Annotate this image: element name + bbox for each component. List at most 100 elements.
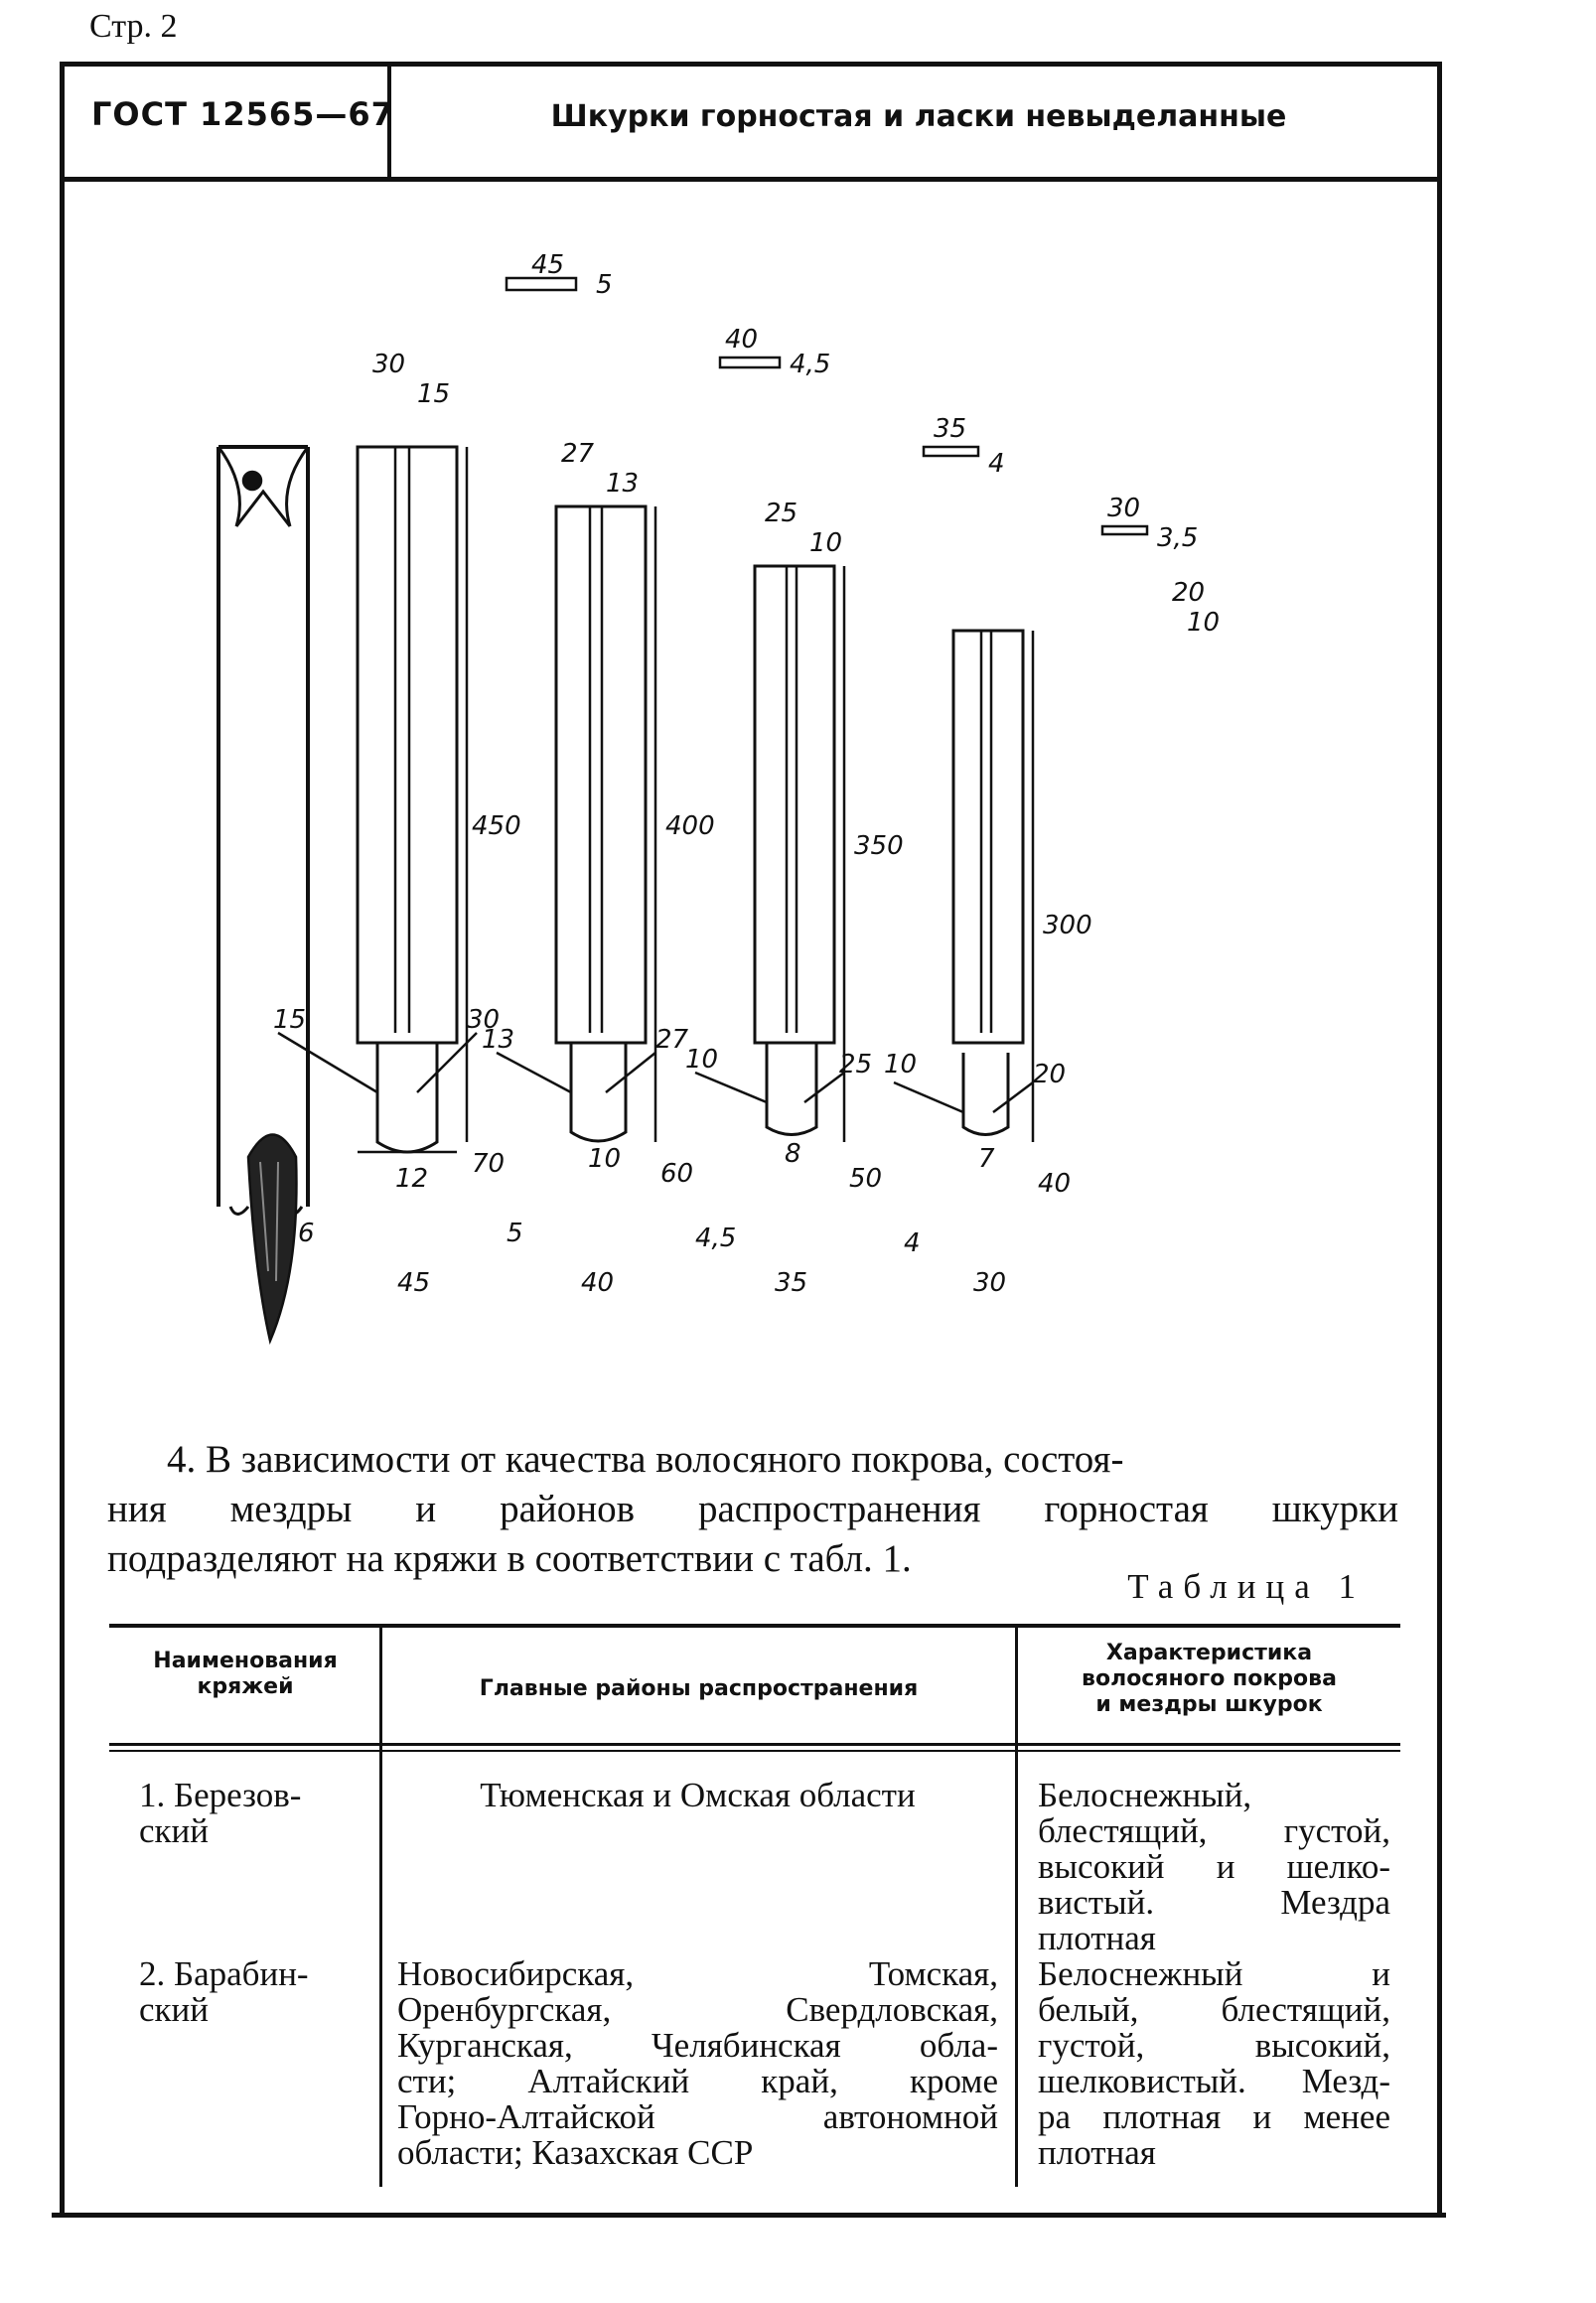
header-bottom-rule bbox=[60, 177, 1442, 182]
row-1-name-line-2: ский bbox=[139, 1811, 209, 1850]
row-1-traits-line-2: блестящий, густой, bbox=[1038, 1811, 1390, 1850]
standard-code: ГОСТ 12565—67 bbox=[91, 95, 394, 133]
pattern-drawing: 45 5 30 15 450 15 30 12 70 6 45 40 4,5 2… bbox=[217, 250, 1220, 1346]
pattern-4-opening-label: 7 bbox=[978, 1144, 995, 1174]
header-regions-line-1: Главные районы распространения bbox=[479, 1676, 919, 1701]
row-1-traits-line-5: плотная bbox=[1038, 1919, 1156, 1957]
pattern-1-left-angle-label: 15 bbox=[273, 1005, 306, 1035]
header-top-rule bbox=[60, 62, 1442, 67]
pattern-3-right-angle-label: 25 bbox=[839, 1050, 872, 1080]
pattern-3-top-width-label: 25 bbox=[765, 499, 798, 528]
row-1-regions-line-1: Тюменская и Омская области bbox=[480, 1776, 916, 1814]
table-header-regions: Главные районы распространения bbox=[382, 1676, 1015, 1702]
row-2-traits-line-5: ра плотная и менее bbox=[1038, 2097, 1390, 2136]
pattern-4-top-width-label: 20 bbox=[1172, 578, 1205, 608]
pattern-1-opening-label: 12 bbox=[395, 1164, 428, 1194]
pattern-2-thickness-label: 4,5 bbox=[790, 350, 830, 379]
header-traits-line-3: и мездры шкурок bbox=[1095, 1692, 1323, 1717]
row-2-regions: Новосибирская, Томская, Оренбургская, Св… bbox=[397, 1956, 998, 2171]
row-2-traits-line-2: белый, блестящий, bbox=[1038, 1990, 1390, 2029]
row-1-regions: Тюменская и Омская области bbox=[397, 1778, 998, 1813]
pattern-1-height-label: 70 bbox=[472, 1149, 505, 1179]
pattern-2-offset-label: 5 bbox=[507, 1219, 523, 1248]
row-2-regions-line-2: Оренбургская, Свердловская, bbox=[397, 1990, 998, 2029]
pattern-1-offset-label: 6 bbox=[298, 1219, 315, 1248]
pattern-1-thickness-label: 5 bbox=[596, 270, 613, 300]
row-2-traits: Белоснежный и белый, блестящий, густой, … bbox=[1038, 1956, 1390, 2171]
pattern-3-left-angle-label: 10 bbox=[685, 1045, 718, 1075]
pattern-2-left-angle-label: 13 bbox=[482, 1025, 514, 1055]
row-2-traits-line-6: плотная bbox=[1038, 2133, 1156, 2172]
pattern-4-offset-label: 4 bbox=[904, 1228, 921, 1258]
skin-illustration bbox=[217, 445, 310, 1346]
table-header-rule bbox=[109, 1743, 1400, 1746]
pattern-4-thickness-label: 3,5 bbox=[1157, 523, 1198, 553]
table-top-rule bbox=[109, 1624, 1400, 1628]
pattern-1 bbox=[277, 276, 578, 1154]
row-1-traits-line-1: Белоснежный, bbox=[1038, 1776, 1252, 1814]
pattern-2-bottom-width-label: 40 bbox=[581, 1268, 614, 1298]
pattern-2-right-angle-label: 27 bbox=[655, 1025, 689, 1055]
bottom-rule bbox=[52, 2213, 1446, 2218]
row-2-name: 2. Барабин- ский bbox=[139, 1956, 372, 2028]
pattern-4-slit-label: 10 bbox=[1187, 608, 1220, 638]
table-col-divider-1 bbox=[379, 1626, 382, 2187]
row-2-name-line-1: 2. Барабин- bbox=[139, 1954, 309, 1993]
row-1-name: 1. Березов- ский bbox=[139, 1778, 372, 1849]
pattern-3-bottom-width-label: 35 bbox=[775, 1268, 807, 1298]
pattern-2 bbox=[496, 356, 782, 1143]
paragraph-line-2: ния мездры и районов распространения гор… bbox=[107, 1488, 1398, 1530]
pattern-3-slit-label: 10 bbox=[809, 528, 842, 558]
row-2-traits-line-4: шелковистый. Мезд- bbox=[1038, 2062, 1390, 2100]
header-traits-line-1: Характеристика bbox=[1105, 1641, 1313, 1665]
pattern-2-top-width-label: 27 bbox=[561, 439, 595, 469]
pattern-4-right-angle-label: 20 bbox=[1033, 1060, 1066, 1089]
pattern-1-slit-label: 15 bbox=[417, 379, 450, 409]
row-2-traits-line-3: густой, высокий, bbox=[1038, 2026, 1390, 2065]
row-2-regions-line-5: Горно-Алтайской автономной bbox=[397, 2097, 998, 2136]
pattern-2-length-label: 400 bbox=[665, 811, 715, 841]
header-divider bbox=[387, 64, 391, 179]
row-1-traits-line-4: вистый. Мездра bbox=[1038, 1883, 1390, 1922]
pattern-3-section-label: 35 bbox=[934, 414, 966, 444]
header-name-line-2: кряжей bbox=[197, 1674, 294, 1699]
pattern-4-height-label: 40 bbox=[1038, 1169, 1071, 1199]
table-col-divider-2 bbox=[1015, 1626, 1018, 2187]
pattern-4-bottom-width-label: 30 bbox=[973, 1268, 1006, 1298]
pattern-2-section-label: 40 bbox=[725, 325, 758, 355]
pattern-2-opening-label: 10 bbox=[588, 1144, 621, 1174]
pattern-4-section-label: 30 bbox=[1107, 494, 1140, 523]
pattern-3 bbox=[694, 445, 980, 1142]
table-caption: Таблица 1 bbox=[1127, 1567, 1366, 1606]
pattern-3-offset-label: 4,5 bbox=[695, 1223, 736, 1253]
pattern-1-section-label: 45 bbox=[531, 250, 564, 280]
row-1-name-line-1: 1. Березов- bbox=[139, 1776, 302, 1814]
pattern-2-height-label: 60 bbox=[660, 1159, 693, 1189]
header-traits-line-2: волосяного покрова bbox=[1082, 1666, 1337, 1691]
pattern-1-length-label: 450 bbox=[472, 811, 521, 841]
pattern-3-thickness-label: 4 bbox=[988, 449, 1005, 479]
pattern-3-opening-label: 8 bbox=[785, 1139, 801, 1169]
row-2-regions-line-1: Новосибирская, Томская, bbox=[397, 1954, 998, 1993]
pattern-3-length-label: 350 bbox=[854, 831, 904, 861]
paragraph-line-3: подразделяют на кряжи в соответствии с т… bbox=[107, 1537, 912, 1580]
row-2-regions-line-4: сти; Алтайский край, кроме bbox=[397, 2062, 998, 2100]
table-header-rule-2 bbox=[109, 1750, 1400, 1752]
table-header-name: Наименования кряжей bbox=[111, 1649, 379, 1700]
row-2-regions-line-6: области; Казахская ССР bbox=[397, 2133, 754, 2172]
pattern-1-bottom-width-label: 45 bbox=[397, 1268, 430, 1298]
row-1-traits-line-3: высокий и шелко- bbox=[1038, 1847, 1390, 1886]
pattern-1-right-angle-label: 30 bbox=[467, 1005, 500, 1035]
body-paragraph: 4. В зависимости от качества волосяного … bbox=[107, 1435, 1398, 1584]
paragraph-line-1: 4. В зависимости от качества волосяного … bbox=[167, 1438, 1124, 1481]
row-2-traits-line-1: Белоснежный и bbox=[1038, 1954, 1390, 1993]
pattern-1-top-width-label: 30 bbox=[372, 350, 405, 379]
table-header-traits: Характеристика волосяного покрова и мезд… bbox=[1018, 1641, 1400, 1718]
row-1-traits: Белоснежный, блестящий, густой, высокий … bbox=[1038, 1778, 1390, 1956]
header-name-line-1: Наименования bbox=[153, 1649, 338, 1673]
document-title: Шкурки горностая и ласки невыделанные bbox=[550, 99, 1287, 134]
page-label: Стр. 2 bbox=[89, 8, 178, 45]
row-2-regions-line-3: Курганская, Челябинская обла- bbox=[397, 2026, 998, 2065]
pattern-2-slit-label: 13 bbox=[606, 469, 639, 499]
pattern-4-left-angle-label: 10 bbox=[884, 1050, 917, 1080]
